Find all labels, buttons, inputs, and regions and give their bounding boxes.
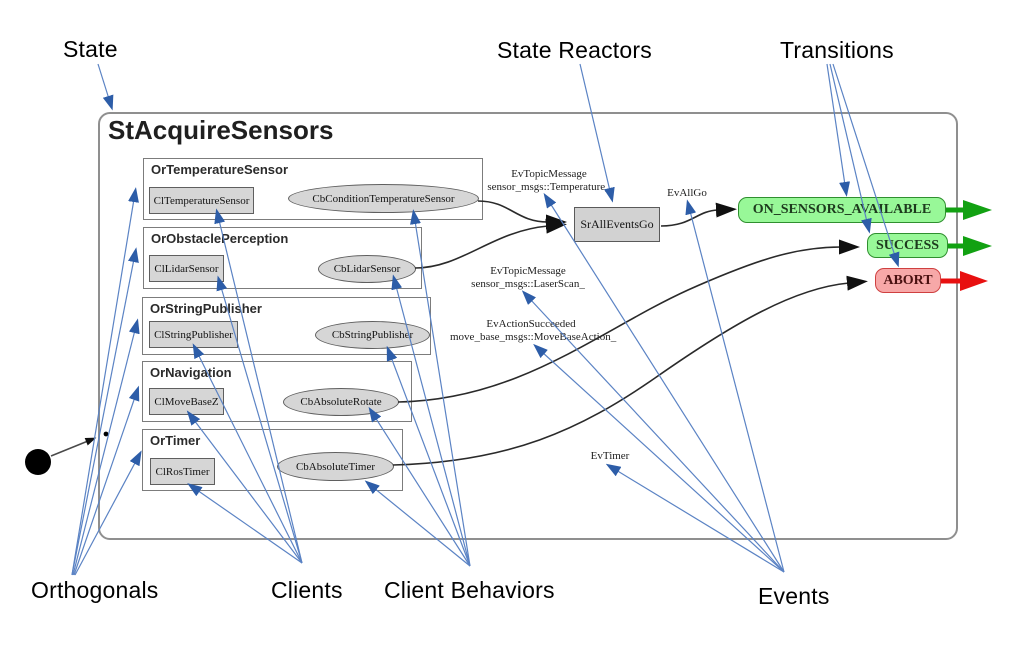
transition-on-sensors-available: ON_SENSORS_AVAILABLE (738, 197, 946, 223)
client-behavior-node: CbLidarSensor (318, 255, 416, 283)
orthogonal-title: OrTimer (150, 433, 201, 448)
event-timer: EvTimer (584, 450, 636, 463)
label-transitions: Transitions (780, 37, 894, 63)
state-title: StAcquireSensors (108, 115, 334, 145)
annotation-state (97, 63, 114, 111)
client-behavior-node: CbStringPublisher (315, 321, 430, 349)
client-behavior-node: CbConditionTemperatureSensor (288, 184, 479, 213)
client-node: ClMoveBaseZ (149, 388, 224, 415)
event-topic-temperature: EvTopicMessage sensor_msgs::Temperature_ (487, 168, 611, 194)
orthogonal-title: OrTemperatureSensor (151, 162, 289, 177)
client-node: ClRosTimer (150, 458, 215, 485)
event-line: EvActionSucceeded (486, 318, 576, 330)
event-all-go: EvAllGo (664, 187, 710, 200)
event-topic-laserscan: EvTopicMessage sensor_msgs::LaserScan_ (468, 265, 588, 291)
orthogonal-string-publisher: OrStringPublisher ClStringPublisher CbSt… (142, 297, 431, 355)
orthogonal-navigation: OrNavigation ClMoveBaseZ CbAbsoluteRotat… (142, 361, 412, 422)
event-line: EvTimer (590, 450, 630, 462)
event-line: EvAllGo (667, 187, 707, 199)
green-transition-arrowhead (963, 200, 992, 220)
transition-abort: ABORT (875, 268, 941, 293)
client-node: ClTemperatureSensor (149, 187, 254, 214)
label-clients: Clients (271, 577, 343, 603)
orthogonal-timer: OrTimer ClRosTimer CbAbsoluteTimer (142, 429, 403, 491)
client-behavior-node: CbAbsoluteRotate (283, 388, 399, 416)
client-node: ClStringPublisher (149, 321, 238, 348)
event-line: move_base_msgs::MoveBaseAction_ (450, 331, 617, 343)
state-reactor-node: SrAllEventsGo (574, 207, 660, 242)
event-line: sensor_msgs::LaserScan_ (471, 278, 585, 290)
orthogonal-title: OrObstaclePerception (151, 231, 289, 246)
client-behavior-node: CbAbsoluteTimer (277, 452, 394, 481)
orthogonal-obstacle-perception: OrObstaclePerception ClLidarSensor CbLid… (143, 227, 422, 289)
orthogonal-title: OrStringPublisher (150, 301, 262, 316)
transition-success: SUCCESS (867, 233, 948, 258)
red-transition-arrowhead (960, 271, 988, 291)
label-events: Events (758, 583, 830, 609)
green-transition-arrowhead (963, 236, 992, 256)
label-client-behaviors: Client Behaviors (384, 577, 555, 603)
label-state-reactors: State Reactors (497, 37, 652, 63)
event-action-succeeded: EvActionSucceeded move_base_msgs::MoveBa… (450, 318, 617, 344)
orthogonal-title: OrNavigation (150, 365, 232, 380)
client-node: ClLidarSensor (149, 255, 224, 282)
label-state: State (63, 36, 118, 62)
label-orthogonals: Orthogonals (31, 577, 159, 603)
event-line: EvTopicMessage (511, 168, 587, 180)
event-line: sensor_msgs::Temperature_ (487, 181, 611, 193)
orthogonal-temperature-sensor: OrTemperatureSensor ClTemperatureSensor … (143, 158, 483, 220)
initial-state-icon (25, 431, 109, 475)
event-line: EvTopicMessage (490, 265, 566, 277)
